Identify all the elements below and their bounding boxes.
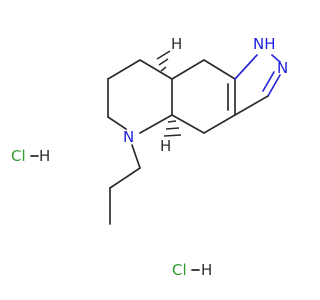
ring-nitrogen-label: N bbox=[123, 128, 134, 146]
stereo-h-top-label: H bbox=[171, 35, 182, 53]
molecule-structure: N NH N H H Cl H Cl H bbox=[11, 35, 289, 279]
hcl-salt-1: Cl H bbox=[11, 147, 50, 165]
hashed-wedge-bottom bbox=[163, 120, 182, 137]
hydrogen-label-2: H bbox=[201, 261, 212, 279]
bond-c4-n bbox=[107, 116, 127, 130]
hydrogen-label-1: H bbox=[39, 147, 50, 165]
pyrazole-nitrogen-label: N bbox=[277, 59, 288, 77]
chlorine-label-2: Cl bbox=[172, 261, 187, 279]
bond-c6-c7 bbox=[203, 59, 236, 80]
bond-n-c10 bbox=[267, 74, 281, 97]
bond-c7-nh bbox=[234, 54, 258, 80]
stereo-h-bottom-label: H bbox=[160, 137, 171, 155]
bond-c10-c8 bbox=[234, 95, 269, 116]
hashed-wedge-top bbox=[156, 50, 171, 72]
structure-drawing: N NH N H H Cl H Cl H bbox=[11, 35, 288, 279]
bond-propyl-1 bbox=[109, 167, 141, 189]
bond-n-propyl bbox=[131, 144, 141, 169]
bond-c1-c2 bbox=[107, 59, 141, 80]
bond-c9-c5 bbox=[171, 114, 205, 134]
bond-n-c10-double bbox=[262, 71, 275, 92]
bond-n-c5 bbox=[139, 114, 173, 134]
bond-c2-c3 bbox=[139, 59, 173, 80]
bond-c3-c6 bbox=[171, 59, 205, 80]
chlorine-label-1: Cl bbox=[11, 147, 26, 165]
bond-nh-n bbox=[271, 54, 281, 63]
bond-c8-c9 bbox=[203, 114, 236, 134]
hcl-salt-2: Cl H bbox=[172, 261, 212, 279]
pyrazole-nh-label: NH bbox=[253, 35, 276, 53]
